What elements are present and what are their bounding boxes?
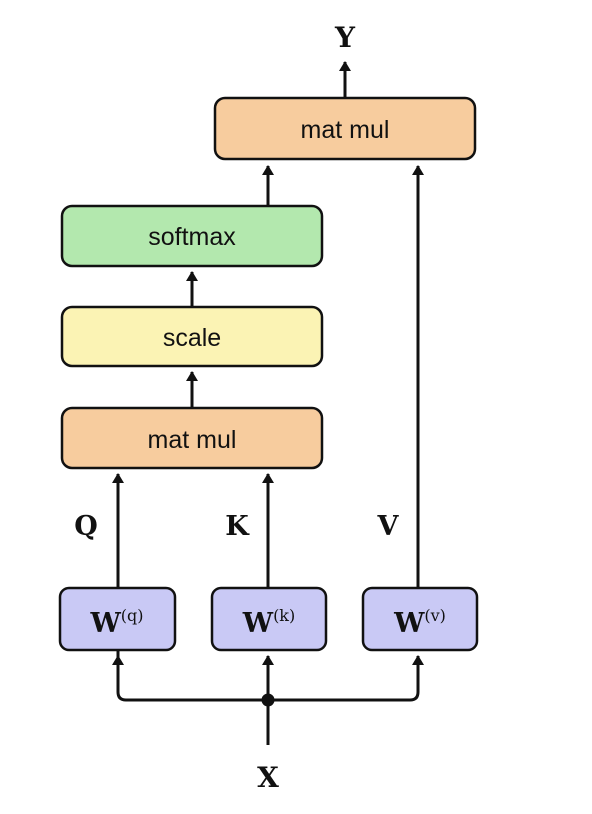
weight-q-sup: (q) [121, 606, 144, 625]
block-scale-rect [60, 305, 324, 368]
weight-k-sup: (k) [273, 606, 295, 625]
block-weight-q-label: W(q) [89, 606, 143, 639]
weight-q-base: W [89, 608, 121, 639]
block-weight-k: W(k) [210, 586, 328, 652]
block-scale-label: scale [163, 324, 221, 352]
block-weight-k-label: W(k) [242, 606, 296, 639]
block-softmax-label: softmax [148, 223, 236, 251]
block-weight-k-rect [210, 586, 328, 652]
weight-v-base: W [393, 608, 425, 639]
block-matmul-bottom: mat mul [60, 406, 324, 470]
label-q: Q [74, 511, 98, 542]
label-output-y: Y [334, 21, 356, 54]
label-input-x: X [257, 761, 279, 794]
block-weight-q: W(q) [58, 586, 177, 652]
block-softmax-rect [60, 204, 324, 268]
edge-bus [116, 650, 420, 702]
block-matmul-bottom-label: mat mul [148, 426, 237, 454]
block-weight-v-rect [361, 586, 479, 652]
weight-v-sup: (v) [424, 606, 446, 625]
block-matmul-top: mat mul [213, 96, 477, 161]
weight-k-base: W [242, 608, 274, 639]
block-matmul-bottom-rect [60, 406, 324, 470]
block-scale: scale [60, 305, 324, 368]
block-weight-v: W(v) [361, 586, 479, 652]
block-matmul-top-label: mat mul [301, 116, 390, 144]
block-softmax: softmax [60, 204, 324, 268]
label-v: V [377, 511, 400, 542]
label-k: K [225, 511, 250, 542]
block-matmul-top-rect [213, 96, 477, 161]
block-weight-v-label: W(v) [393, 606, 446, 639]
block-weight-q-rect [58, 586, 177, 652]
